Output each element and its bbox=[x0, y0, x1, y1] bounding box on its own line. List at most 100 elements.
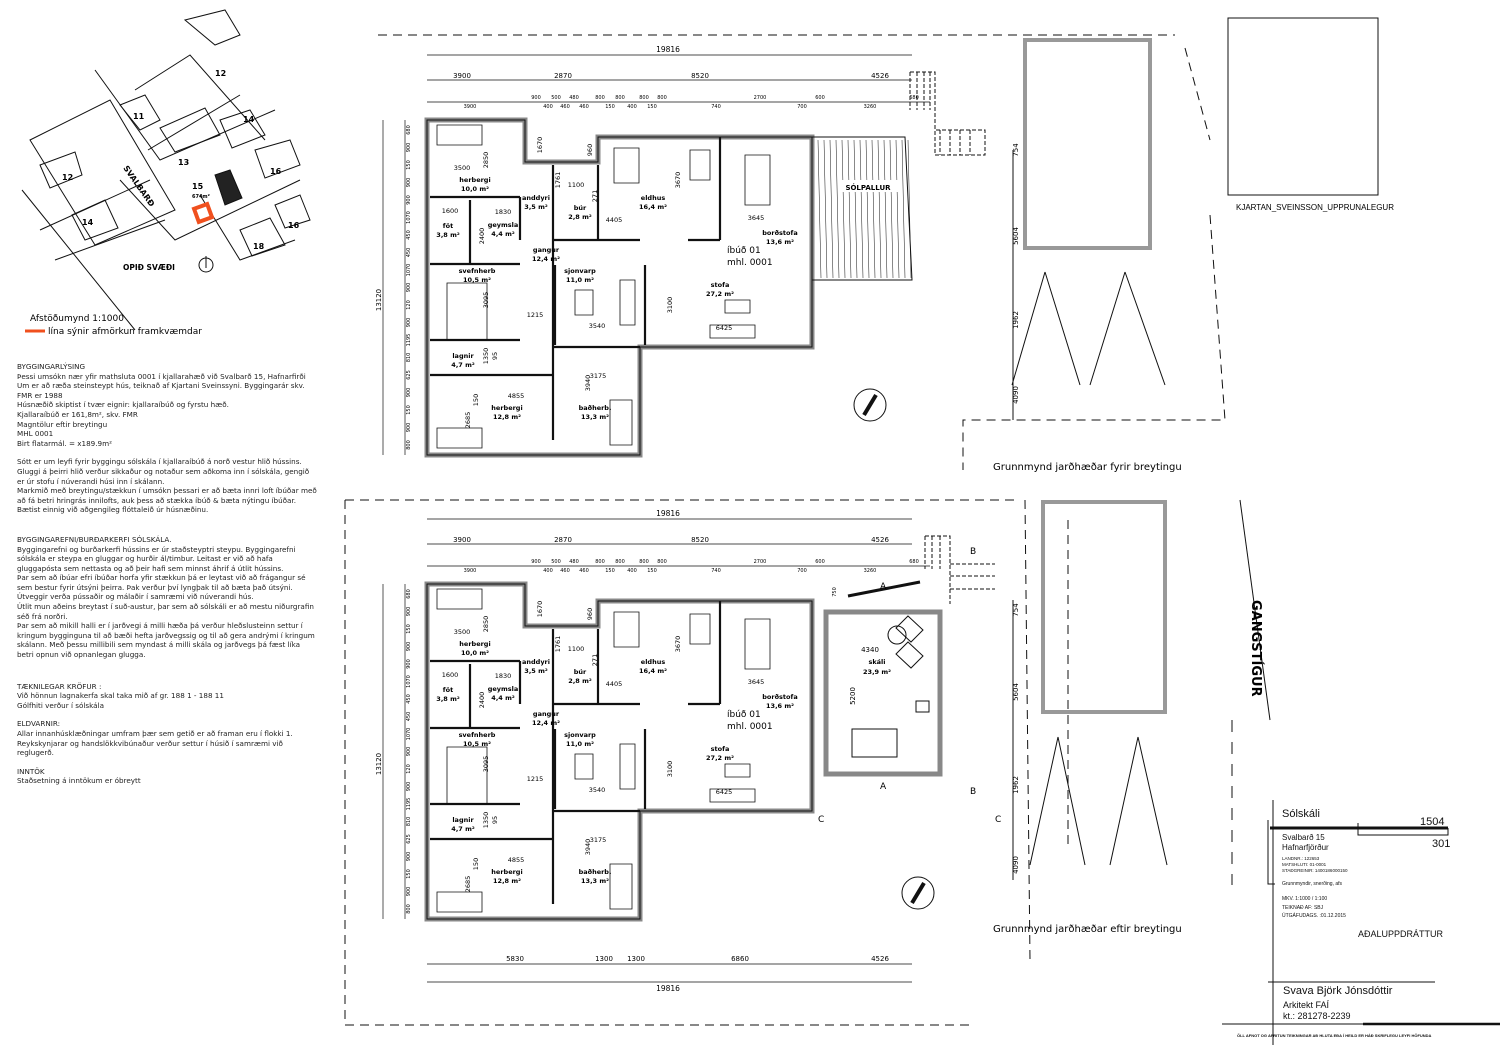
dim-right: 754 bbox=[1012, 143, 1020, 157]
dim-inner: 3100 bbox=[666, 297, 674, 314]
lot-11: 11 bbox=[133, 112, 145, 121]
dim-inner: 1670 bbox=[536, 601, 544, 618]
dim-left: 1070 bbox=[406, 675, 412, 688]
dim-left: 900 bbox=[406, 423, 412, 433]
dim-left: 1070 bbox=[406, 211, 412, 224]
sunroom-name: skáli bbox=[868, 658, 885, 666]
dim-inner: 1215 bbox=[527, 775, 544, 783]
dim-left: 900 bbox=[406, 195, 412, 205]
dim-left: 150 bbox=[406, 869, 412, 879]
room-name: baðherb. bbox=[579, 404, 612, 412]
sunroom-furniture bbox=[851, 615, 924, 758]
dim-left: 120 bbox=[406, 764, 412, 774]
room-area: 11,0 m² bbox=[566, 740, 594, 748]
lot-area: 674m² bbox=[192, 194, 210, 200]
dim-row2: 500 bbox=[551, 559, 561, 565]
dim-left: 810 bbox=[406, 817, 412, 827]
pools bbox=[1023, 38, 1167, 714]
dim-inner: 4855 bbox=[508, 856, 525, 864]
unit-label: íbúð 01 bbox=[727, 710, 761, 720]
dim-inner: 150 bbox=[472, 394, 480, 406]
dim-inner: 3940 bbox=[584, 375, 592, 392]
dim-inner: 1100 bbox=[568, 645, 585, 653]
drawing-content: Grunnmyndir, snerðing, afs bbox=[1282, 881, 1343, 887]
dim-bottom: 4526 bbox=[871, 955, 889, 963]
dim-row2: 3900 bbox=[464, 104, 477, 110]
room-area: 4,7 m² bbox=[451, 361, 475, 369]
dim-inner: 2685 bbox=[464, 412, 472, 429]
room-name: búr bbox=[574, 204, 587, 212]
dim-left: 150 bbox=[406, 160, 412, 170]
dim-right: 5604 bbox=[1012, 683, 1020, 701]
sunroom-window bbox=[847, 580, 921, 598]
room-name: anddyri bbox=[522, 194, 550, 202]
dim-left: 150 bbox=[406, 624, 412, 634]
room-name: sjonvarp bbox=[564, 731, 596, 739]
interior-walls bbox=[430, 601, 722, 904]
dim-row1: 2870 bbox=[554, 72, 572, 80]
dim-row2: 700 bbox=[797, 104, 807, 110]
dim-left: 900 bbox=[406, 283, 412, 293]
dim-inner: 3940 bbox=[584, 839, 592, 856]
dim-row2: 740 bbox=[711, 104, 721, 110]
room-name: búr bbox=[574, 668, 587, 676]
dim-inner: 1761 bbox=[554, 636, 562, 653]
dim-row2: 400 bbox=[627, 568, 637, 574]
sunroom-dim-height: 5200 bbox=[849, 687, 857, 705]
dim-inner: 150 bbox=[472, 858, 480, 870]
site-legend: lína sýnir afmörkun framkvæmdar bbox=[48, 327, 202, 337]
note-block: ELDVARNIR:Allar innanhúsklæðningar umfra… bbox=[17, 719, 317, 757]
room-area: 3,5 m² bbox=[524, 667, 548, 675]
dim-row2: 150 bbox=[647, 568, 657, 574]
lot-14: 14 bbox=[243, 115, 255, 124]
dim-row2: 150 bbox=[605, 104, 615, 110]
street-name: SVALBARÐ bbox=[121, 164, 156, 209]
note-body: Þessi umsókn nær yfir mathsluta 0001 í k… bbox=[17, 371, 306, 448]
dim-left: 900 bbox=[406, 659, 412, 669]
note-body: Sótt er um leyfi fyrir byggingu sólskála… bbox=[17, 457, 317, 515]
site-plan-labels: 12 11 14 12 13 16 14 15 674m² 16 18 SVAL… bbox=[62, 69, 300, 272]
dim-row2: 800 bbox=[615, 95, 625, 101]
interior-walls bbox=[430, 137, 722, 440]
original-drawing-frame bbox=[1227, 17, 1379, 196]
dim-inner: 3095 bbox=[482, 292, 490, 309]
note-block: TÆKNILEGAR KRÖFUR :Við hönnun lagnakerfa… bbox=[17, 682, 317, 711]
dim-left: 900 bbox=[406, 318, 412, 328]
room-name: eldhus bbox=[641, 658, 666, 666]
dim-row2: 900 bbox=[531, 559, 541, 565]
dim-row1: 3900 bbox=[453, 536, 471, 544]
dim-row1: 3900 bbox=[453, 72, 471, 80]
section-mark-b: B bbox=[970, 547, 976, 557]
dim-inner: 3175 bbox=[590, 372, 607, 380]
dim-right: 4090 bbox=[1012, 856, 1020, 874]
room-area: 12,8 m² bbox=[493, 877, 521, 885]
dim-inner: 2850 bbox=[482, 616, 490, 633]
deck-label: SÓLPALLUR bbox=[845, 183, 891, 192]
dim-row2: 2700 bbox=[754, 95, 767, 101]
dim-left: 900 bbox=[406, 887, 412, 897]
dim-row2: 800 bbox=[615, 559, 625, 565]
dim-inner: 3500 bbox=[454, 164, 471, 172]
room-area: 10,0 m² bbox=[461, 649, 489, 657]
dim-inner: 1600 bbox=[442, 207, 459, 215]
note-body: Staðsetning á inntökum er óbreytt bbox=[17, 776, 141, 786]
dim-inner: 3175 bbox=[590, 836, 607, 844]
dim-row2: 900 bbox=[531, 95, 541, 101]
dim-inner: 960 bbox=[586, 608, 594, 620]
dim-row2: 800 bbox=[639, 95, 649, 101]
architect-name: Svava Björk Jónsdóttir bbox=[1283, 985, 1393, 997]
room-area: 12,4 m² bbox=[532, 719, 560, 727]
dim-inner: 1100 bbox=[568, 181, 585, 189]
dim-inner: 4405 bbox=[606, 680, 623, 688]
room-name: gangur bbox=[533, 246, 560, 254]
dim-inner: 3670 bbox=[674, 636, 682, 653]
dim-row2: 400 bbox=[543, 104, 553, 110]
site-plan bbox=[21, 9, 311, 333]
lot-15: 15 bbox=[192, 182, 204, 191]
dim-inner: 271 bbox=[591, 190, 599, 202]
room-name: baðherb. bbox=[579, 868, 612, 876]
